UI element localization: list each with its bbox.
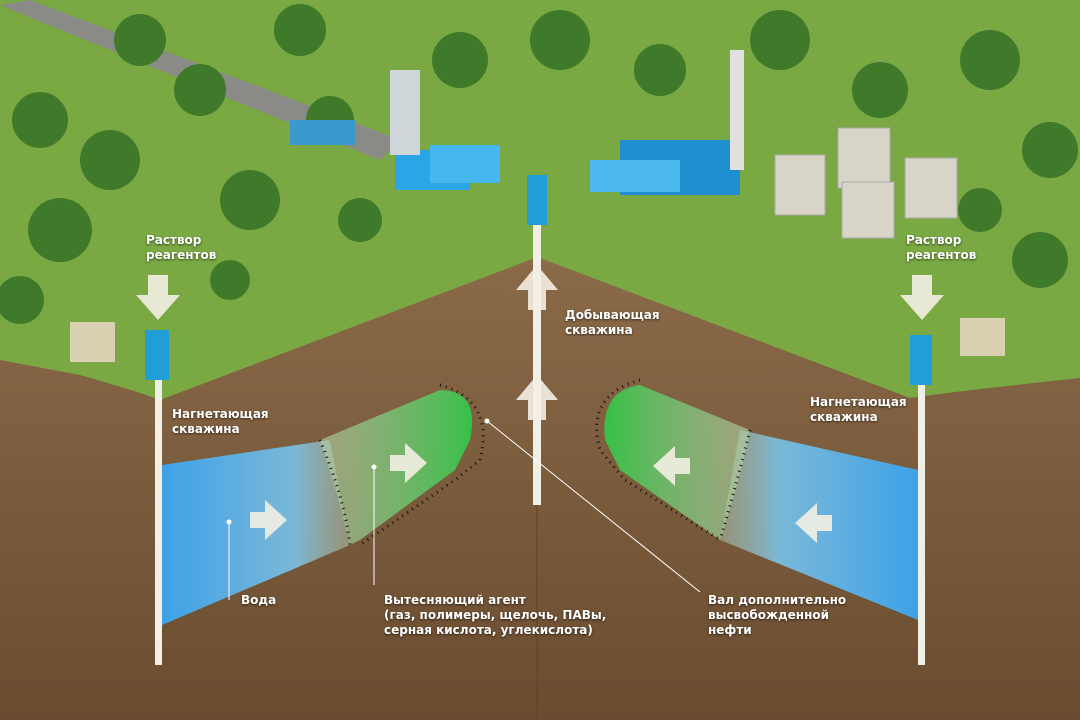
arrow-right-agent	[390, 443, 427, 483]
label-agent: Вытесняющий агент(газ, полимеры, щелочь,…	[384, 593, 606, 638]
label-line: серная кислота, углекислота)	[384, 623, 593, 637]
label-line: Раствор	[906, 233, 962, 247]
processing-plant	[290, 50, 744, 195]
arrow-right-water	[250, 500, 287, 540]
arrow-left-water	[795, 503, 832, 543]
label-line: скважина	[172, 422, 240, 436]
label-line: высвобожденной	[708, 608, 830, 622]
label-line: скважина	[810, 410, 878, 424]
arrow-left-agent	[653, 446, 690, 486]
label-line: реагентов	[146, 248, 217, 262]
water-zone-left	[162, 440, 350, 625]
label-line: (газ, полимеры, щелочь, ПАВы,	[384, 608, 607, 622]
storage-tanks	[774, 127, 958, 239]
label-line: Вытесняющий агент	[384, 593, 526, 607]
flow-arrows	[136, 265, 944, 543]
arrow-down-left	[136, 275, 180, 320]
label-line: Нагнетающая	[172, 407, 269, 421]
label-line: скважина	[565, 323, 633, 337]
leader-lines	[226, 418, 701, 600]
label-water: Вода	[241, 593, 277, 607]
injection-well-left	[155, 380, 162, 665]
label-line: Раствор	[146, 233, 202, 247]
arrow-up-mid	[516, 375, 558, 420]
injection-well-right	[918, 385, 925, 665]
label-line: реагентов	[906, 248, 977, 262]
label-line: Добывающая	[565, 308, 660, 322]
oil-bank-dots	[318, 378, 752, 547]
label-line: Вал дополнительно	[708, 593, 847, 607]
arrow-up-top	[516, 265, 558, 310]
label-line: нефти	[708, 623, 752, 637]
label-line: Нагнетающая	[810, 395, 907, 409]
production-well	[533, 220, 541, 505]
wellheads	[70, 175, 1005, 385]
arrow-down-right	[900, 275, 944, 320]
